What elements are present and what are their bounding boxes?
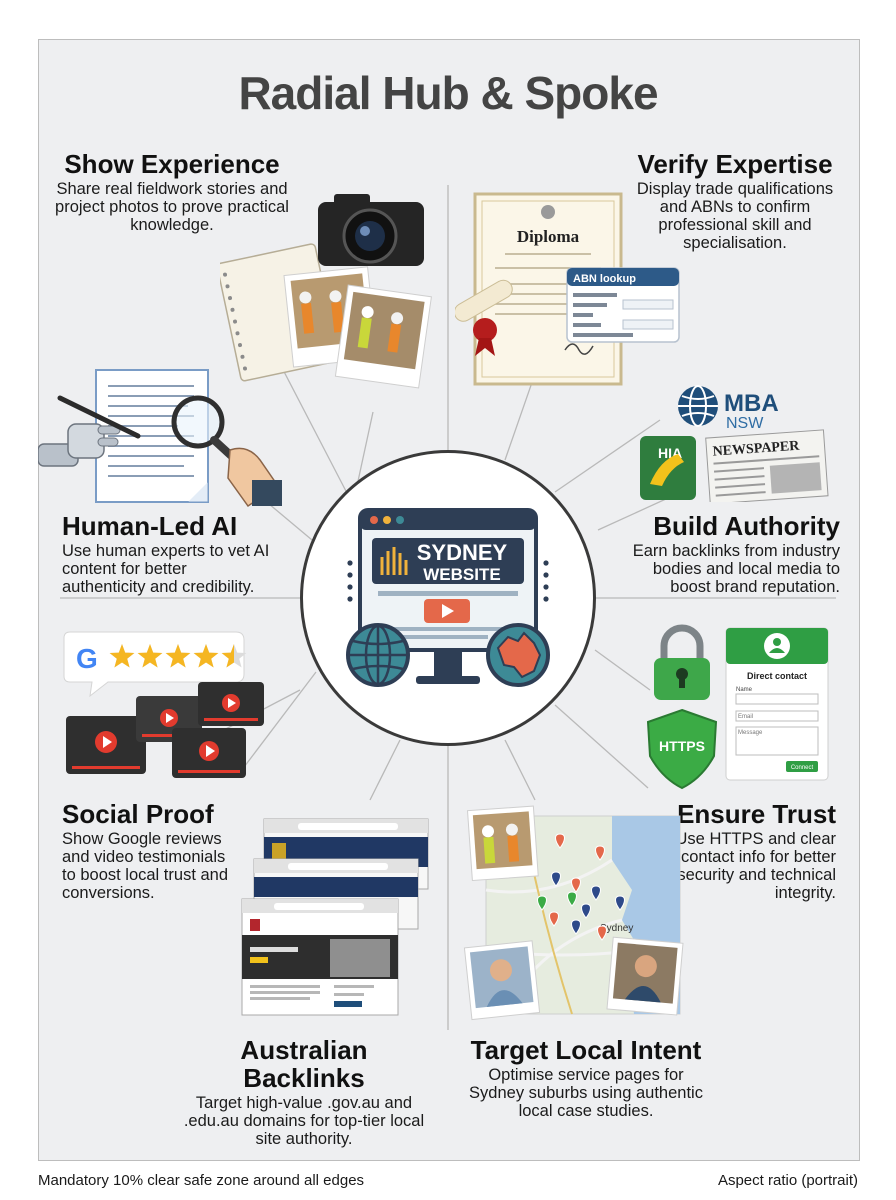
https-shield-icon: HTTPS [646,708,718,790]
reviews-video-illustration: G [63,631,264,778]
node-verify-expertise: Verify Expertise Display trade qualifica… [625,150,845,252]
footer-right-note: Aspect ratio (portrait) [717,1172,858,1189]
node-text: Show Google reviews and video testimonia… [62,830,229,902]
map-pin-icon [571,877,581,893]
rating-stars [109,644,247,668]
photo-card [463,940,541,1021]
node-title: Build Authority [653,511,840,541]
video-tile [198,682,264,726]
security-contact-illustration: HTTPS Direct contact Name Email Message … [646,624,829,790]
spoke-line [237,671,317,776]
robot-hand-icon [38,395,141,467]
map-pin-icon [581,903,591,919]
map-pin-icon [571,919,581,935]
abn-lookup-title: ABN lookup [573,273,636,285]
spoke-line [369,739,401,801]
contact-message-label: Message [738,730,763,736]
node-human-led-ai: Human-Led AI Use human experts to vet AI… [62,512,272,596]
node-ensure-trust: Ensure Trust Use HTTPS and clear contact… [666,800,836,902]
spoke-line [504,739,536,801]
video-tile [172,728,246,778]
contact-name-label: Name [736,687,753,693]
node-target-local-intent: Target Local Intent Optimise service pag… [462,1036,710,1120]
node-title: Human-Led AI [62,511,238,541]
contact-submit-button: Connect [791,765,814,771]
map-pin-icon [595,845,605,861]
node-title: Target Local Intent [470,1035,702,1065]
page-title: Radial Hub & Spoke [238,67,658,119]
star-fill [193,644,219,668]
map-pin-icon [551,871,561,887]
browser-window [241,898,399,1016]
map-pin-icon [567,891,577,907]
local-map-illustration: Sydney [463,805,684,1021]
mba-logo-icon: MBA NSW [678,385,779,432]
diploma-certificate-illustration: Diploma ABN lookup [455,192,680,386]
node-text: Use human experts to vet AI content for … [62,542,270,596]
node-title: Show Experience [64,149,280,179]
node-text: Display trade qualifications and ABNs to… [636,180,834,252]
website-monitor-icon: SYDNEY WEBSITE [346,508,550,687]
node-text: Use HTTPS and clear contact info for bet… [675,830,836,902]
star-fill [165,644,191,668]
contact-form-title: Direct contact [747,671,807,681]
mba-logo-name: MBA [724,390,779,417]
footer-left-note: Mandatory 10% clear safe zone around all… [38,1172,365,1189]
map-city-label: Sydney [600,923,633,934]
photo-card [466,805,539,882]
map-pin-icon [597,925,607,941]
contact-email-label: Email [738,714,753,720]
newspaper-icon: NEWSPAPER [705,429,829,502]
node-text: Optimise service pages for Sydney suburb… [469,1066,703,1120]
google-g-icon: G [76,643,98,674]
contact-form: Direct contact Name Email Message Connec… [725,627,829,781]
spoke-line [554,704,649,789]
hub-title-line2: WEBSITE [423,565,500,584]
map-pins [537,833,625,941]
map-pin-icon [615,895,625,911]
node-build-authority: Build Authority Earn backlinks from indu… [618,512,840,596]
map-pin-icon [555,833,565,849]
padlock-icon [654,624,710,700]
node-australian-backlinks: Australian Backlinks Target high-value .… [178,1036,430,1148]
newspaper-masthead: NEWSPAPER [712,439,801,460]
industry-logos-illustration: MBA NSW HIA NEWSPAPER [640,385,829,502]
node-title: Australian Backlinks [240,1035,368,1093]
node-text: Share real fieldwork stories and project… [55,180,289,234]
photo-card [606,936,684,1016]
diploma-heading: Diploma [517,227,580,246]
star-fill [137,644,163,668]
node-title: Verify Expertise [637,149,833,179]
ai-document-review-illustration [38,369,282,508]
camera-icon [318,194,424,266]
video-tile [66,716,146,774]
node-show-experience: Show Experience Share real fieldwork sto… [52,150,292,234]
star-fill [109,644,135,668]
node-title: Ensure Trust [677,799,836,829]
map-pin-icon [549,911,559,927]
spoke-line [594,649,651,691]
node-text: Earn backlinks from industry bodies and … [632,542,840,596]
hub-title-line1: SYDNEY [417,540,508,565]
browser-windows-illustration [241,818,429,1016]
https-label: HTTPS [659,738,705,754]
node-title: Social Proof [62,799,214,829]
node-text: Target high-value .gov.au and .edu.au do… [183,1094,425,1148]
mba-logo-region: NSW [726,415,764,432]
map-pin-icon [537,895,547,911]
star-fill [221,644,234,668]
node-social-proof: Social Proof Show Google reviews and vid… [62,800,237,902]
map-pin-icon [591,885,601,901]
fieldwork-photos-illustration [220,194,432,389]
spoke-line [554,419,661,493]
hia-logo-icon: HIA [640,436,696,500]
